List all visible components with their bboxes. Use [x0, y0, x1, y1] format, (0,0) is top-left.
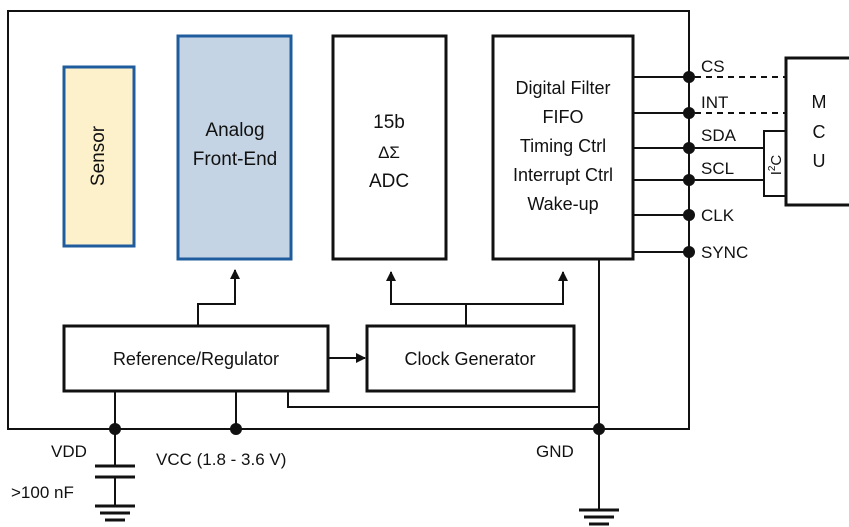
- clk-pin-label: CLK: [701, 206, 735, 225]
- mcu-letter-u: U: [813, 151, 826, 171]
- digital-line-wakeup: Wake-up: [527, 194, 598, 214]
- clock-to-adc-connector: [386, 271, 467, 326]
- ref-to-gnd-line: [287, 391, 599, 408]
- int-pin-label: INT: [701, 93, 728, 112]
- digital-line-interrupt: Interrupt Ctrl: [513, 165, 613, 185]
- mcu-block: [784, 56, 849, 207]
- adc-label-line2: ΔΣ: [378, 143, 400, 162]
- int-pin-dot: [683, 107, 695, 119]
- adc-label-line3: ADC: [369, 171, 409, 192]
- digital-line-fifo: FIFO: [543, 107, 584, 127]
- scl-pin-dot: [683, 174, 695, 186]
- mcu-letter-c: C: [813, 122, 826, 142]
- vcc-node-dot: [230, 423, 242, 435]
- ref-to-afe-connector: [197, 269, 240, 326]
- i2c-label-i: I: [768, 171, 785, 175]
- sensor-label: Sensor: [88, 125, 109, 186]
- clock-to-digital-connector: [466, 271, 568, 305]
- clock-block: [365, 324, 576, 393]
- i2c-label-sup: 2: [767, 165, 778, 171]
- i2c-label-c: C: [768, 155, 785, 166]
- capacitor-label: >100 nF: [11, 483, 74, 502]
- afe-block: [176, 34, 293, 261]
- cs-pin-dot: [683, 71, 695, 83]
- afe-label-line1: Analog: [205, 120, 264, 141]
- sensor-block: [62, 65, 136, 248]
- scl-pin-label: SCL: [701, 159, 734, 178]
- sda-pin-dot: [683, 142, 695, 154]
- digital-line-timing: Timing Ctrl: [520, 136, 606, 156]
- reference-block: [62, 324, 330, 393]
- clk-pin-dot: [683, 209, 695, 221]
- sync-pin-label: SYNC: [701, 243, 748, 262]
- sync-pin-dot: [683, 246, 695, 258]
- afe-label-line2: Front-End: [193, 149, 277, 170]
- gnd-node-dot: [593, 423, 605, 435]
- i2c-label: I2C: [767, 155, 785, 176]
- vdd-label: VDD: [51, 442, 87, 461]
- vcc-label: VCC (1.8 - 3.6 V): [156, 450, 286, 469]
- digital-line-filter: Digital Filter: [515, 78, 610, 98]
- clock-label: Clock Generator: [404, 349, 535, 369]
- gnd-label: GND: [536, 442, 574, 461]
- adc-block: [331, 34, 448, 261]
- sda-pin-label: SDA: [701, 126, 737, 145]
- mcu-letter-m: M: [812, 92, 827, 112]
- vdd-node-dot: [109, 423, 121, 435]
- cs-pin-label: CS: [701, 57, 725, 76]
- reference-label: Reference/Regulator: [113, 349, 279, 369]
- adc-label-line1: 15b: [373, 112, 405, 133]
